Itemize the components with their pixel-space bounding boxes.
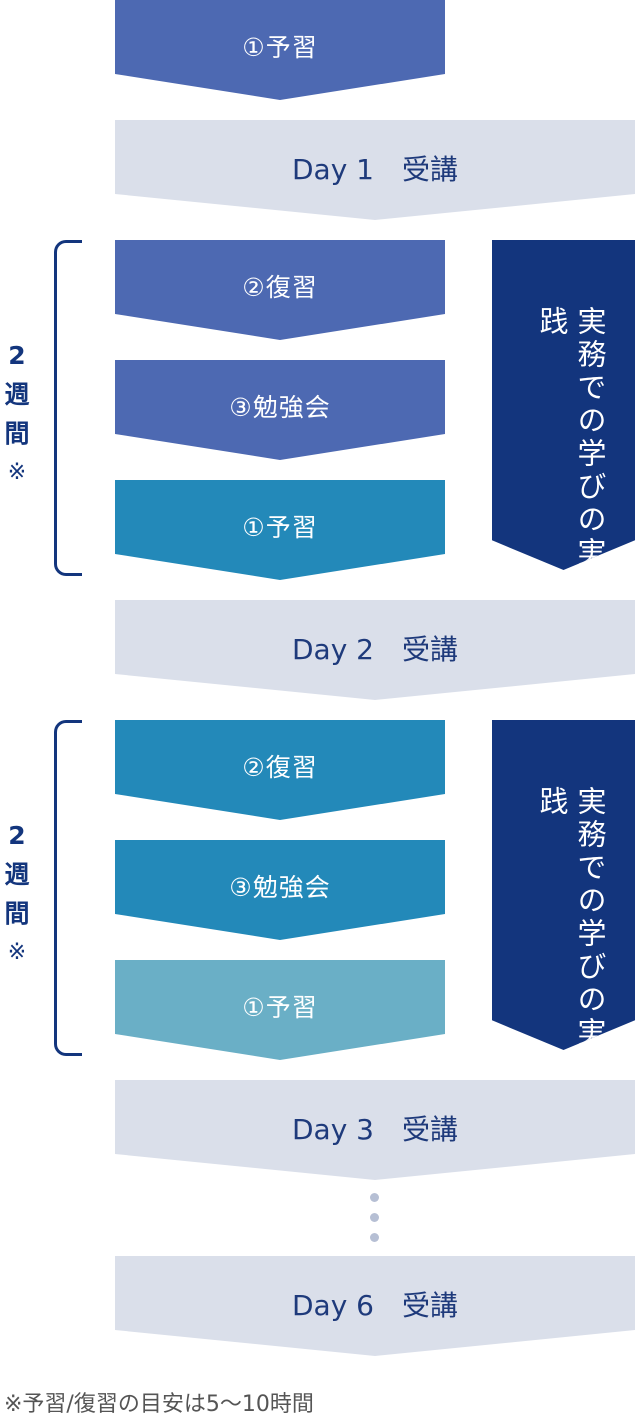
practice-label: 実務での学びの実践 (535, 786, 607, 1050)
step-preview-3: ①予習 (115, 960, 445, 1060)
step-label: ②復習 (242, 753, 318, 782)
step-preview-1: ①予習 (115, 0, 445, 100)
step-label: ③勉強会 (229, 393, 331, 422)
step-study-group-2: ③勉強会 (115, 840, 445, 940)
ellipsis-dot (370, 1213, 379, 1222)
period-bracket-2 (54, 720, 82, 1056)
day-2-session: Day 2 受講 (115, 600, 635, 700)
period-bracket-1 (54, 240, 82, 576)
step-study-group-1: ③勉強会 (115, 360, 445, 460)
day-1-session: Day 1 受講 (115, 120, 635, 220)
day-3-session: Day 3 受講 (115, 1080, 635, 1180)
step-label: ③勉強会 (229, 873, 331, 902)
step-label: ①予習 (242, 513, 318, 542)
practice-arrow-2: 実務での学びの実践 (492, 720, 635, 1050)
step-review-2: ②復習 (115, 720, 445, 820)
day-6-session: Day 6 受講 (115, 1256, 635, 1356)
period-label-1: 2 週 間 ※ (4, 341, 30, 485)
step-preview-2: ①予習 (115, 480, 445, 580)
period-label-2: 2 週 間 ※ (4, 821, 30, 965)
ellipsis-dot (370, 1233, 379, 1242)
day-label: Day 6 受講 (291, 1289, 458, 1322)
footnote: ※予習/復習の目安は5〜10時間 (4, 1392, 314, 1417)
ellipsis-dot (370, 1193, 379, 1202)
step-label: ②復習 (242, 273, 318, 302)
day-label: Day 2 受講 (291, 633, 458, 666)
day-label: Day 1 受講 (291, 153, 458, 186)
step-review-1: ②復習 (115, 240, 445, 340)
practice-arrow-1: 実務での学びの実践 (492, 240, 635, 570)
step-label: ①予習 (242, 993, 318, 1022)
practice-label: 実務での学びの実践 (535, 306, 607, 570)
step-label: ①予習 (242, 33, 318, 62)
day-label: Day 3 受講 (291, 1113, 458, 1146)
